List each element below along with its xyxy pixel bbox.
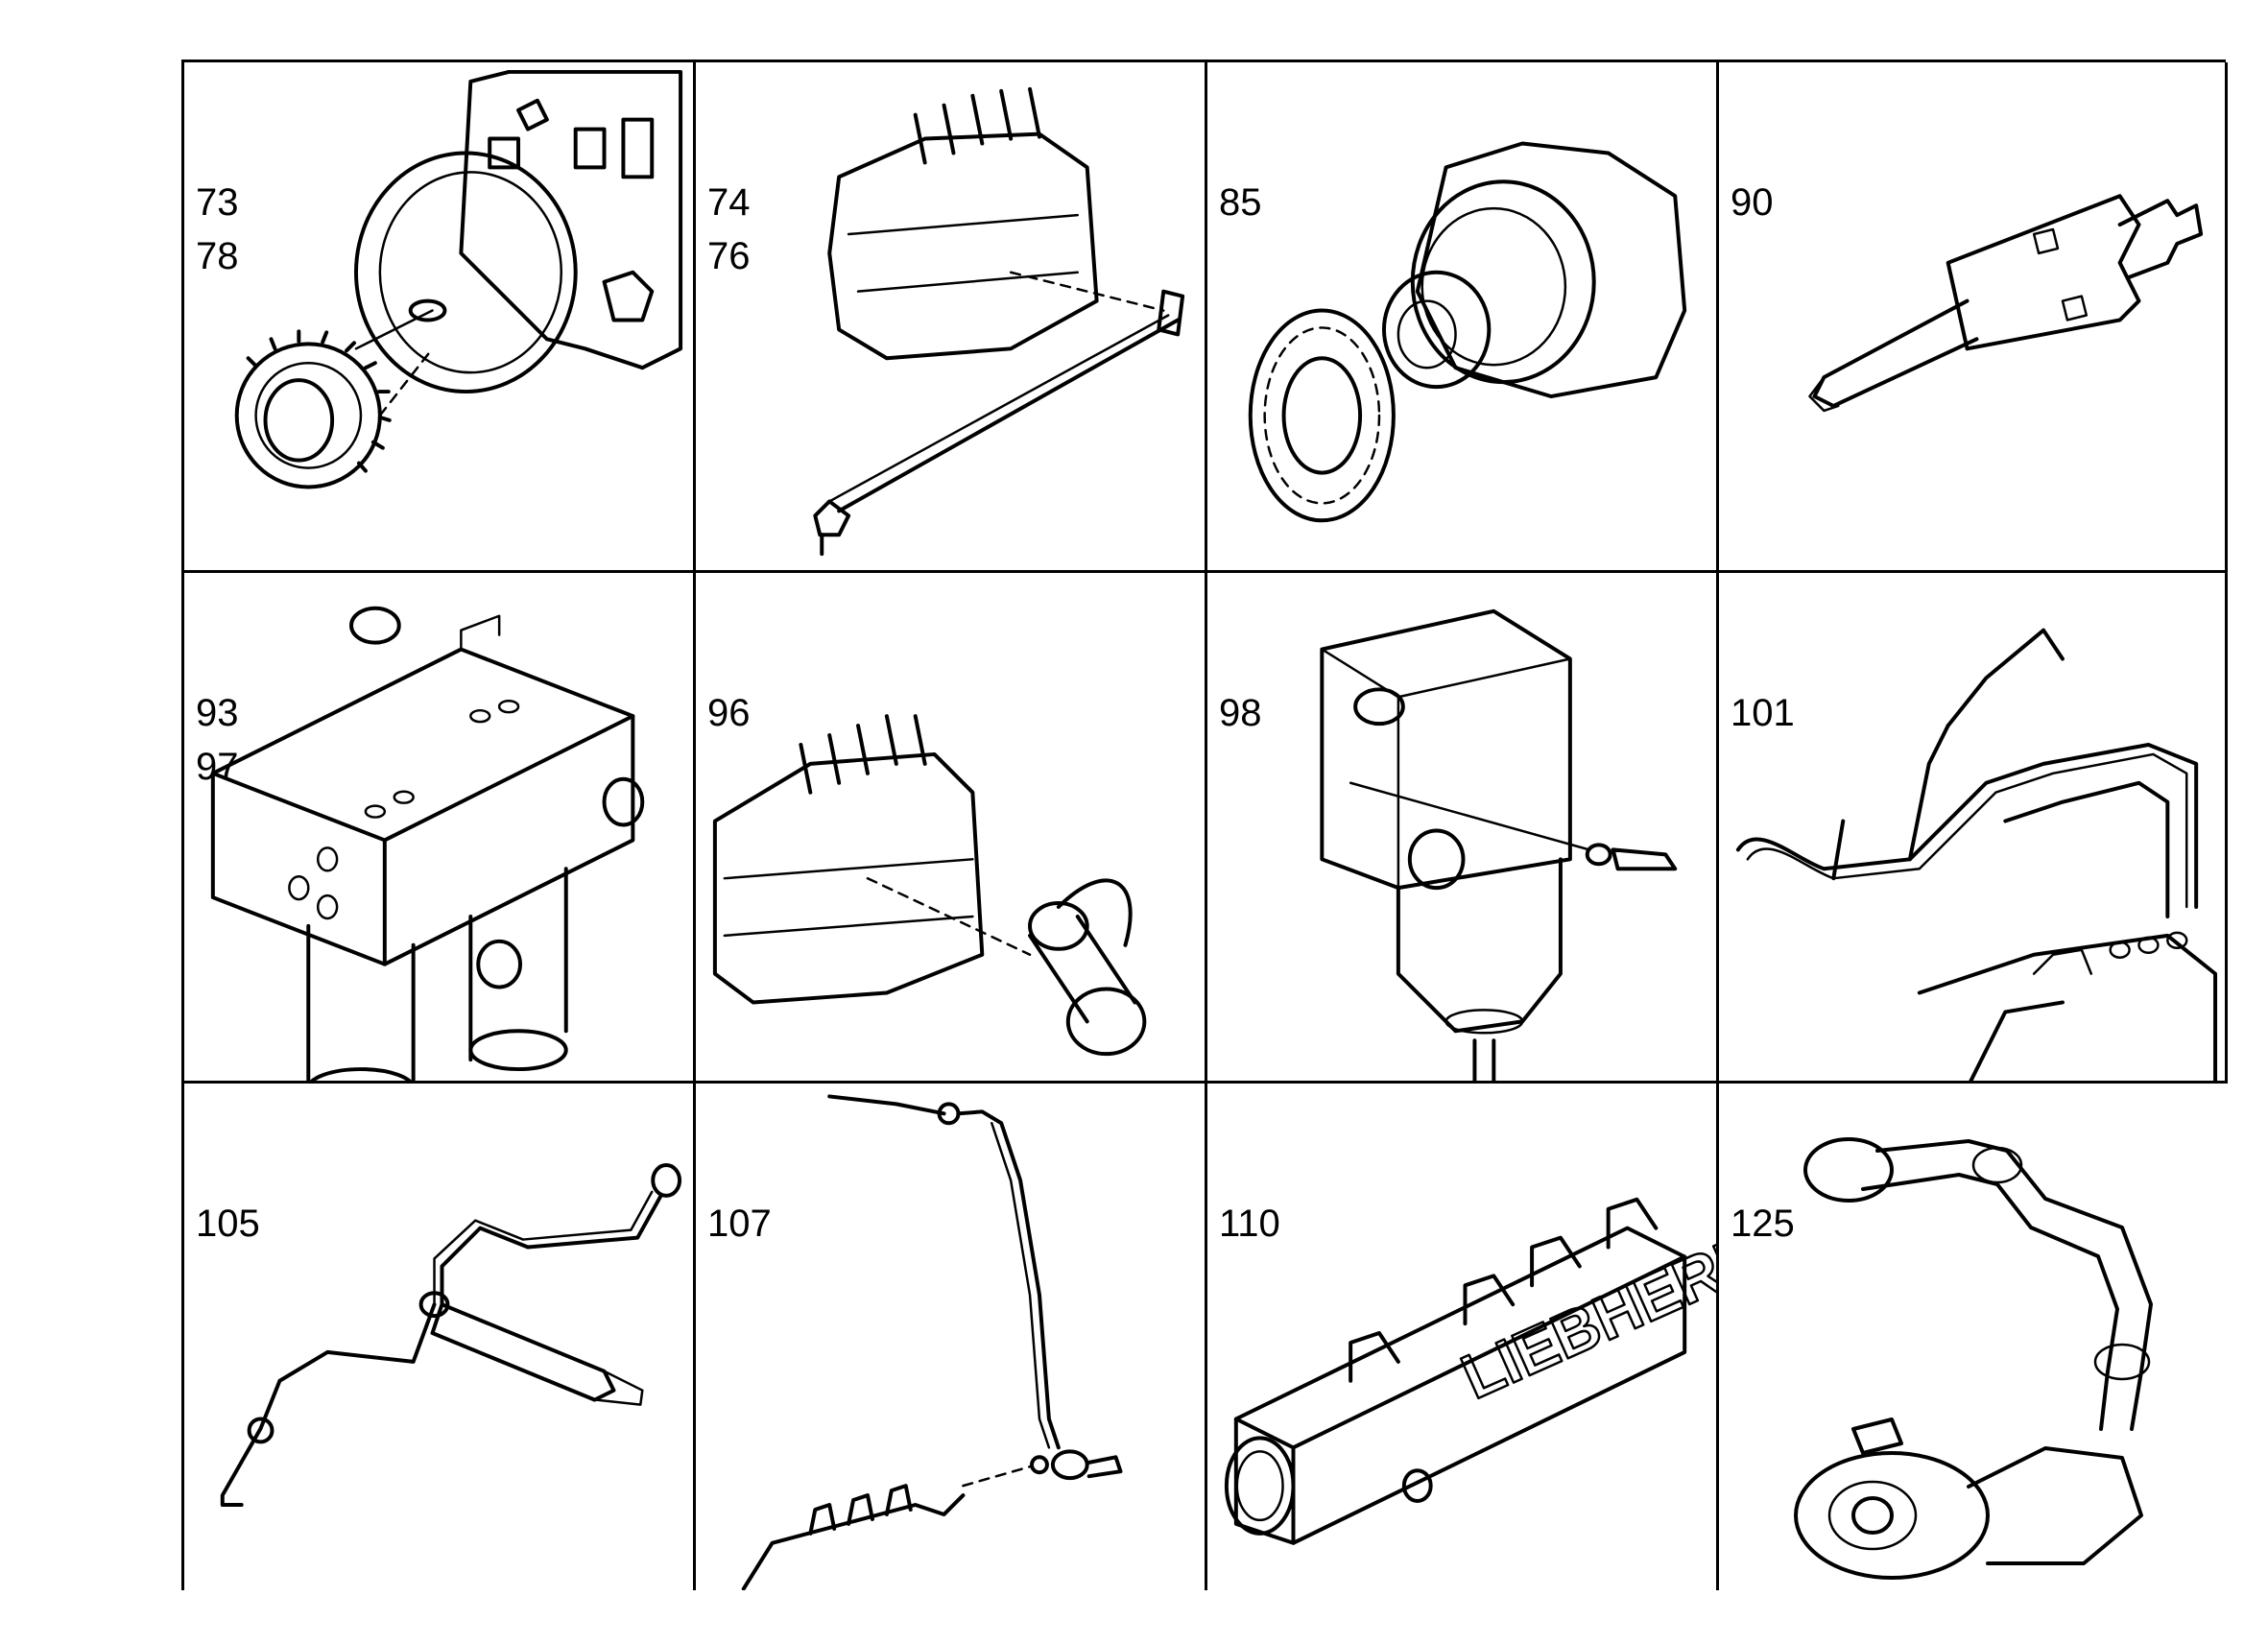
injection-pump-fuel-line-icon <box>813 86 1185 557</box>
part-number-label: 110 <box>1219 1203 1280 1245</box>
injection-pump-drive-gear-icon <box>234 69 683 489</box>
part-number-label: 85 <box>1219 181 1262 224</box>
fuel-filter-water-separator-icon <box>1320 608 1678 1081</box>
injector-nozzle-holder-icon <box>1808 194 2204 413</box>
part-number-label: 98 <box>1219 692 1262 734</box>
part-cell-110[interactable]: 110 LIEBHERR <box>1207 1084 1719 1590</box>
turbocharger-hose-icon <box>1794 1137 2153 1580</box>
injection-pump-banjo-fitting-icon <box>712 714 1147 1057</box>
distributor-block-icon <box>210 606 645 1081</box>
pump-drive-flange-gear-icon <box>1248 141 1687 523</box>
part-number-label: 105 <box>196 1203 260 1245</box>
part-cell-96[interactable]: 96 <box>696 573 1207 1084</box>
part-cell-98[interactable]: 98 <box>1207 573 1719 1084</box>
part-cell-101[interactable]: 101 <box>1719 573 2228 1084</box>
intake-manifold-icon: LIEBHERR <box>1224 1197 1716 1545</box>
part-cell-90[interactable]: 90 <box>1719 62 2228 573</box>
part-cell-125[interactable]: 125 <box>1719 1084 2228 1590</box>
injection-lines-bundle-icon <box>1735 628 2218 1081</box>
part-number-label: 90 <box>1731 181 1774 224</box>
part-cell-107[interactable]: 107 <box>696 1084 1207 1590</box>
part-number-label: 96 <box>707 692 751 734</box>
injector-leak-off-line-icon <box>220 1163 682 1507</box>
part-number-label: 107 <box>707 1203 772 1245</box>
part-number-label: 101 <box>1731 692 1795 734</box>
part-cell-85[interactable]: 85 <box>1207 62 1719 573</box>
manifold-lettering: LIEBHERR <box>1451 1217 1716 1412</box>
part-number-label: 125 <box>1731 1203 1795 1245</box>
part-cell-105[interactable]: 105 <box>184 1084 696 1590</box>
fuel-return-line-icon <box>741 1094 1123 1590</box>
